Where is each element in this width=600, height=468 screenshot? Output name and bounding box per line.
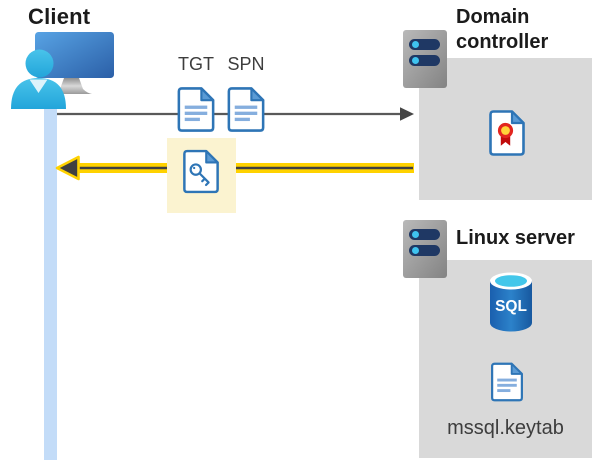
spn-label: SPN xyxy=(227,54,265,74)
keytab-filename-label: mssql.keytab xyxy=(447,417,564,439)
keytab-file-icon xyxy=(490,362,524,402)
sql-badge-label: SQL xyxy=(495,298,527,315)
response-arrow xyxy=(55,155,414,181)
client-computer-icon xyxy=(11,32,114,109)
domain-controller-label: Domain controller xyxy=(456,6,549,53)
domain-controller-server-icon xyxy=(403,30,447,88)
tgt-label: TGT xyxy=(178,54,214,74)
service-ticket-key-icon xyxy=(183,149,219,194)
linux-server-label: Linux server xyxy=(456,227,575,249)
sql-database-icon: SQL xyxy=(490,272,532,332)
client-lifeline xyxy=(44,88,57,460)
tgt-document-icon xyxy=(177,87,215,132)
client-label: Client xyxy=(28,4,91,29)
response-arrowhead xyxy=(55,155,80,181)
linux-server-icon xyxy=(403,220,447,278)
user-collar xyxy=(29,79,48,93)
monitor-icon xyxy=(35,32,114,78)
request-arrowhead xyxy=(400,107,414,121)
user-icon xyxy=(11,49,66,109)
certificate-icon xyxy=(488,109,526,157)
spn-document-icon xyxy=(227,87,265,132)
